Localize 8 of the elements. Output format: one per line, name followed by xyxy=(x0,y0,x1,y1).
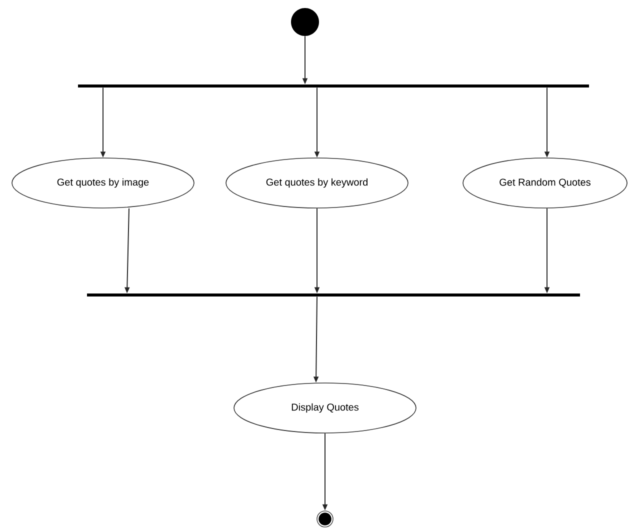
final-node xyxy=(315,509,335,529)
activity-oval: Get Random Quotes xyxy=(462,158,628,208)
initial-node xyxy=(291,8,319,36)
sync-bar xyxy=(78,84,589,88)
activity-oval: Get quotes by keyword xyxy=(226,158,408,208)
activity-oval: Get quotes by image xyxy=(12,158,194,208)
activity-oval: Display Quotes xyxy=(234,382,416,434)
sync-bar xyxy=(87,294,580,296)
